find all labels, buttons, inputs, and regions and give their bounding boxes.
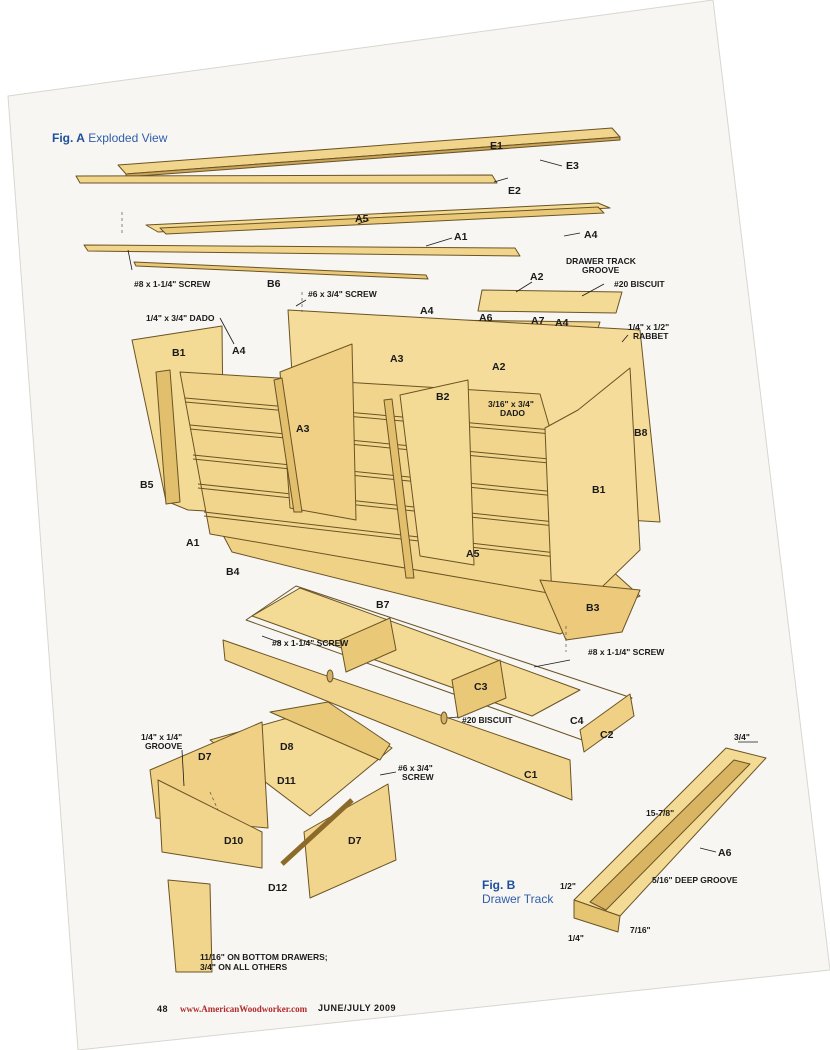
- stile-B5: [155, 369, 181, 505]
- part-label-A1-lower: A1: [186, 537, 200, 549]
- part-label-B5: B5: [140, 479, 154, 491]
- fig-b-title: Drawer Track: [482, 892, 554, 906]
- part-label-B8: B8: [634, 427, 648, 439]
- callout-screw-6-drawer-1: #6 x 3/4": [398, 763, 433, 773]
- end-C2: [579, 693, 635, 753]
- dim-track-length: 15-7/8": [646, 808, 675, 818]
- drawer-side-D10: [157, 779, 263, 869]
- part-label-A7: A7: [531, 315, 545, 327]
- callout-drawer-track-groove-1: DRAWER TRACK: [566, 256, 636, 266]
- part-label-C3: C3: [474, 681, 488, 693]
- callout-biscuit-top: #20 BISCUIT: [614, 279, 665, 289]
- dim-quarter-inch: 1/4": [568, 933, 584, 943]
- part-label-E1: E1: [490, 140, 503, 152]
- part-label-C1: C1: [524, 769, 538, 781]
- subframe-A2: [477, 289, 623, 314]
- part-label-A2-mid: A2: [492, 361, 506, 373]
- part-label-B1-left: B1: [172, 347, 186, 359]
- part-label-E3: E3: [566, 160, 579, 172]
- part-label-A5-lower: A5: [466, 548, 480, 560]
- part-label-B3: B3: [586, 602, 600, 614]
- page-number: 48: [157, 1004, 169, 1014]
- callout-rabbet-1: 1/4" x 1/2": [628, 322, 670, 332]
- rail-C1: [222, 639, 573, 801]
- callout-dado-316-1: 3/16" x 3/4": [488, 399, 534, 409]
- part-label-B7: B7: [376, 599, 390, 611]
- divider-B2: [399, 379, 475, 566]
- callout-screw-8-base-left: #8 x 1-1/4" SCREW: [272, 638, 349, 648]
- footer-issue-date: JUNE/JULY 2009: [318, 1003, 397, 1013]
- part-label-D7-left: D7: [198, 751, 212, 763]
- dim-track-width: 3/4": [734, 732, 750, 742]
- callout-drawer-track-groove-2: GROOVE: [582, 265, 620, 275]
- footer-website[interactable]: www.AmericanWoodworker.com: [180, 1004, 308, 1014]
- part-label-B4: B4: [226, 566, 240, 578]
- part-label-A2-top: A2: [530, 271, 544, 283]
- callout-drawers-note-1: 11/16" ON BOTTOM DRAWERS;: [200, 952, 328, 962]
- part-label-D7-right: D7: [348, 835, 362, 847]
- drawer-side-D8: [269, 701, 391, 761]
- callout-screw-6: #6 x 3/4" SCREW: [308, 289, 377, 299]
- front-edge-E2: [75, 174, 498, 184]
- callout-dado-14-34: 1/4" x 3/4" DADO: [146, 313, 215, 323]
- part-label-D11: D11: [277, 775, 296, 787]
- part-label-E2: E2: [508, 185, 521, 197]
- bottom-B3: [539, 579, 641, 641]
- part-label-A4-mid: A4: [420, 305, 434, 317]
- fig-b-label: Fig. B: [482, 878, 516, 892]
- fig-a-title: Fig. A Exploded View: [52, 131, 168, 145]
- part-label-D12: D12: [268, 882, 288, 894]
- part-label-D8: D8: [280, 741, 294, 753]
- callout-screw-8-top: #8 x 1-1/4" SCREW: [134, 279, 211, 289]
- dowel-D12: [280, 798, 354, 866]
- part-label-A1-top: A1: [454, 231, 468, 243]
- dim-deep-groove: 5/16" DEEP GROOVE: [652, 875, 738, 885]
- post-B7: [383, 398, 415, 579]
- part-label-B1-right: B1: [592, 484, 606, 496]
- callout-rabbet-2: RABBET: [633, 331, 669, 341]
- part-label-A6: A6: [479, 312, 493, 324]
- part-label-C2: C2: [600, 729, 614, 741]
- part-label-D10: D10: [224, 835, 244, 847]
- part-label-A3-lower: A3: [296, 423, 310, 435]
- callout-drawers-note-2: 3/4" ON ALL OTHERS: [200, 962, 288, 972]
- drawer-side-D7-right: [303, 783, 397, 899]
- callout-biscuit-base: #20 BISCUIT: [462, 715, 513, 725]
- part-label-A4-left: A4: [232, 345, 246, 357]
- dovetail-detail: [167, 879, 213, 973]
- part-label-A6-track: A6: [718, 847, 732, 859]
- dim-half-inch: 1/2": [560, 881, 576, 891]
- callout-groove-1: 1/4" x 1/4": [141, 732, 183, 742]
- callout-groove-2: GROOVE: [145, 741, 183, 751]
- part-label-B2: B2: [436, 391, 450, 403]
- part-label-B6: B6: [267, 278, 281, 290]
- rail-A1: [83, 244, 521, 257]
- dim-seven-sixteenth: 7/16": [630, 925, 651, 935]
- callout-dado-316-2: DADO: [500, 408, 526, 418]
- part-label-C4: C4: [570, 715, 584, 727]
- part-label-A4-right: A4: [555, 317, 569, 329]
- part-label-A4-top: A4: [584, 229, 598, 241]
- callout-screw-6-drawer-2: SCREW: [402, 772, 434, 782]
- part-label-A3-upper: A3: [390, 353, 404, 365]
- part-label-A5-top: A5: [355, 213, 369, 225]
- cleat-B6: [133, 261, 429, 280]
- callout-screw-8-base-right: #8 x 1-1/4" SCREW: [588, 647, 665, 657]
